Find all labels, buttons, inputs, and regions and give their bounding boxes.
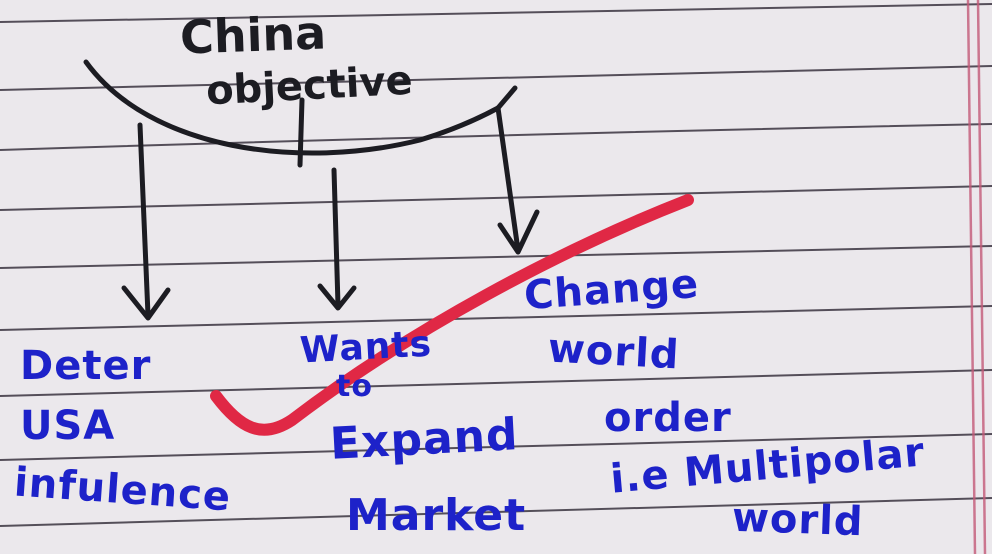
branch1-line2: USA — [20, 403, 116, 449]
arrow-left — [121, 122, 171, 321]
branch3-line3: order — [604, 395, 732, 441]
heading-objective: objective — [204, 57, 414, 115]
branch2-line3: Expand — [328, 409, 520, 470]
arrow-right — [495, 105, 540, 255]
heading-china: China — [179, 5, 327, 65]
red-check-mark — [210, 194, 694, 436]
branch3-line1: Change — [522, 260, 701, 320]
branch2-line4: Market — [346, 490, 527, 541]
branch2-line1: Wants — [298, 323, 433, 372]
mind-map-diagram — [83, 59, 540, 321]
branch3-line2: world — [546, 325, 681, 379]
arrow-middle — [317, 167, 357, 311]
stem-to-heading — [297, 97, 305, 168]
branch2-line2: to — [336, 369, 373, 404]
bracket-right-hook — [495, 85, 518, 111]
branch3-line5: world — [731, 494, 865, 546]
margin-lines — [966, 0, 987, 554]
curved-top-bracket — [83, 59, 501, 156]
branch1-line1: Deter — [20, 343, 152, 389]
